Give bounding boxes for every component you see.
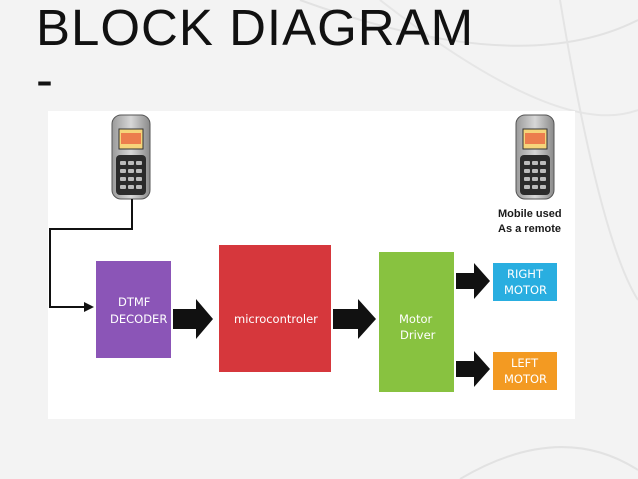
remote-caption-line1: Mobile used (498, 208, 562, 220)
dtmf-decoder-block (96, 261, 171, 358)
right-motor-label-line2: MOTOR (504, 283, 547, 297)
slide-title: BLOCK DIAGRAM - (36, 0, 475, 109)
motor-driver-label-line1: Motor (399, 312, 433, 326)
arrow-dtmf-to-micro (173, 299, 213, 339)
dtmf-decoder-label-line1: DTMF (118, 295, 150, 309)
motor-driver-block (379, 252, 454, 392)
microcontroller-label: microcontroler (234, 312, 318, 326)
remote-caption-line2: As a remote (498, 223, 561, 235)
mobile-phone-icon (515, 114, 555, 200)
left-motor-label-line1: LEFT (511, 356, 539, 370)
mobile-phone-icon (111, 114, 151, 200)
arrow-micro-to-driver (333, 299, 376, 339)
phone-connector-line (49, 199, 133, 308)
right-motor-label-line1: RIGHT (507, 267, 544, 281)
slide-title-dash: - (36, 51, 54, 109)
dtmf-decoder-label-line2: DECODER (110, 312, 167, 326)
left-motor-label-line2: MOTOR (504, 372, 547, 386)
right-motor-block (493, 263, 557, 301)
arrow-driver-to-right-motor (456, 263, 490, 299)
microcontroller-block (219, 245, 331, 372)
left-motor-block (493, 352, 557, 390)
motor-driver-label-line2: Driver (400, 328, 436, 342)
connector-arrowhead (84, 302, 94, 312)
block-diagram: Mobile used As a remote DTMF DECODER mic… (48, 111, 575, 419)
block-diagram-svg: Mobile used As a remote DTMF DECODER mic… (49, 114, 562, 392)
arrow-driver-to-left-motor (456, 351, 490, 387)
slide-title-text: BLOCK DIAGRAM (36, 0, 475, 56)
